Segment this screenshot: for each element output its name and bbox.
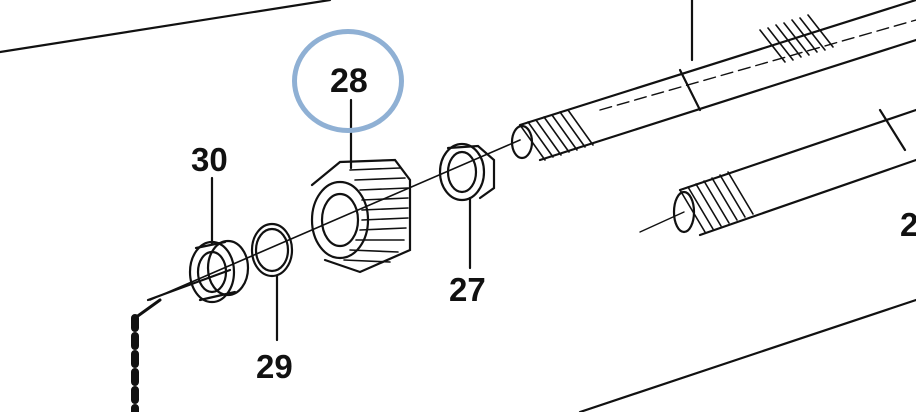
upper-shaft-end — [510, 124, 534, 160]
gear-28 — [310, 158, 412, 274]
seal-27 — [438, 142, 496, 202]
snap-ring-29 — [250, 222, 294, 278]
callout-30: 30 — [191, 141, 228, 178]
bearing-30 — [188, 239, 250, 304]
callout-28: 28 — [330, 62, 368, 100]
lower-spline-teeth — [679, 171, 754, 233]
callout-edge-partial: 2 — [900, 206, 916, 243]
upper-shaft — [518, 0, 916, 162]
housing-bottom-edge-2 — [578, 298, 916, 412]
callout-27: 27 — [449, 271, 486, 308]
lower-shaft — [678, 108, 916, 237]
highlight-ring — [292, 29, 404, 133]
lower-shaft-end — [672, 190, 696, 234]
callout-29: 29 — [256, 348, 293, 385]
axis-line — [149, 139, 521, 301]
housing-top-edge — [0, 0, 332, 54]
